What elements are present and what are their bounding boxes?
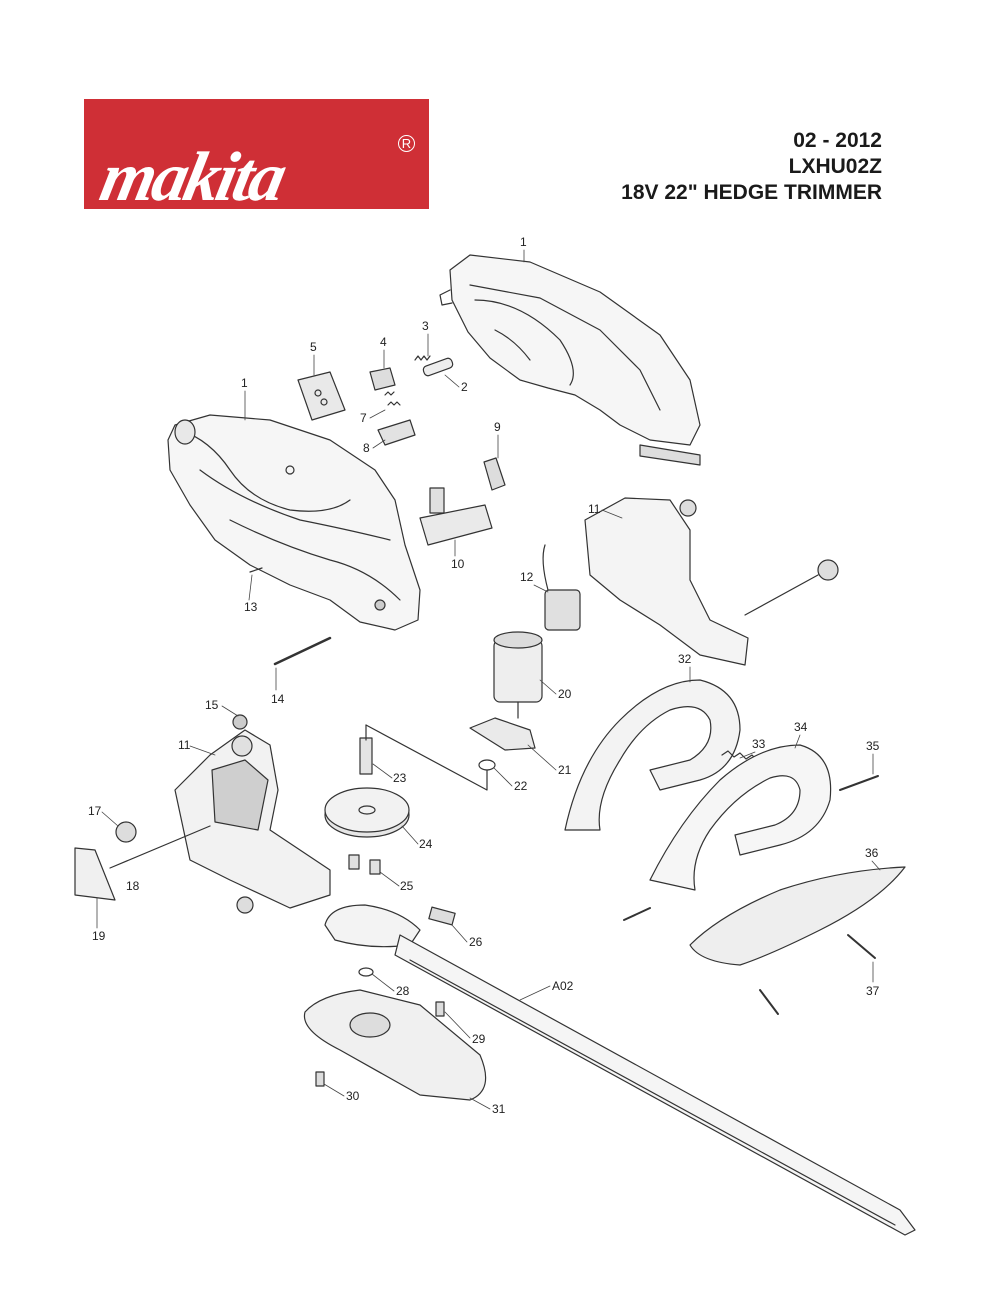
screw-29 xyxy=(435,1001,445,1017)
callout-A02: A02 xyxy=(552,979,574,993)
switch-part-9 xyxy=(483,457,506,491)
callout-17: 17 xyxy=(88,804,102,818)
callout-15: 15 xyxy=(205,698,219,712)
callout-1-left: 1 xyxy=(241,376,248,390)
callout-29: 29 xyxy=(472,1032,486,1046)
spring-33 xyxy=(721,750,759,762)
screw-37 xyxy=(847,934,876,959)
callout-21: 21 xyxy=(558,763,572,777)
rear-housing-upper xyxy=(584,497,839,666)
switch-assembly xyxy=(419,487,493,546)
product-description: 18V 22" HEDGE TRIMMER xyxy=(621,181,882,204)
bushing-25a xyxy=(348,854,360,870)
crank-plate xyxy=(324,904,456,948)
screw-18 xyxy=(109,825,211,869)
callout-19: 19 xyxy=(92,929,106,943)
washer-22 xyxy=(478,759,496,771)
front-handle xyxy=(564,679,741,831)
terminal-block xyxy=(542,544,581,631)
screw-37b xyxy=(759,989,779,1015)
callout-25: 25 xyxy=(400,879,414,893)
spur-gear xyxy=(324,787,410,838)
callout-32: 32 xyxy=(678,652,692,666)
motor-plate xyxy=(469,717,536,751)
bolt-14 xyxy=(273,636,332,666)
model-number: LXHU02Z xyxy=(788,155,882,178)
callout-26: 26 xyxy=(469,935,483,949)
callout-1-upper: 1 xyxy=(520,235,527,249)
registered-mark-icon: R xyxy=(398,135,415,152)
gear-cover xyxy=(303,989,487,1101)
callout-11-lower: 11 xyxy=(178,738,191,752)
pin-and-spring xyxy=(414,355,454,377)
callout-31: 31 xyxy=(492,1102,506,1116)
callout-28: 28 xyxy=(396,984,410,998)
leader-line-motor xyxy=(365,724,488,791)
blade-assembly-A02 xyxy=(394,934,916,1236)
housing-left-half xyxy=(167,414,421,631)
callout-18: 18 xyxy=(126,879,140,893)
cover-plate-19 xyxy=(74,847,116,901)
callout-9: 9 xyxy=(494,420,501,434)
callout-3: 3 xyxy=(422,319,429,333)
callout-24: 24 xyxy=(419,837,433,851)
controller-board xyxy=(297,371,346,421)
callout-2: 2 xyxy=(461,380,468,394)
callout-30: 30 xyxy=(346,1089,360,1103)
bushing-25b xyxy=(369,859,381,875)
switch-lever xyxy=(377,401,416,446)
bushing-17 xyxy=(115,821,137,843)
hand-guard xyxy=(689,866,906,966)
callout-10: 10 xyxy=(451,557,465,571)
callout-14: 14 xyxy=(271,692,285,706)
callout-35: 35 xyxy=(866,739,880,753)
callout-22: 22 xyxy=(514,779,528,793)
callout-12: 12 xyxy=(520,570,534,584)
callout-33: 33 xyxy=(752,737,766,751)
screw-30 xyxy=(315,1071,325,1087)
screw-13 xyxy=(249,567,263,573)
callout-34: 34 xyxy=(794,720,808,734)
document-header: 02 - 2012 LXHU02Z 18V 22" HEDGE TRIMMER xyxy=(621,128,882,206)
housing-right-half xyxy=(439,254,701,466)
callout-7: 7 xyxy=(360,411,367,425)
dc-motor xyxy=(493,631,543,719)
callout-23: 23 xyxy=(393,771,407,785)
callout-20: 20 xyxy=(558,687,572,701)
callout-8: 8 xyxy=(363,441,370,455)
washer-28 xyxy=(358,967,374,977)
callout-36: 36 xyxy=(865,846,879,860)
document-date: 02 - 2012 xyxy=(793,129,882,152)
screw-35 xyxy=(839,775,879,791)
callout-4: 4 xyxy=(380,335,387,349)
callout-5: 5 xyxy=(310,340,317,354)
callout-11-upper: 11 xyxy=(588,502,601,516)
gear-housing-lower xyxy=(174,714,331,914)
spindle-shaft xyxy=(359,724,373,775)
handle-cover xyxy=(649,744,832,891)
makita-logo: makita R xyxy=(84,99,429,216)
callout-37: 37 xyxy=(866,984,880,998)
callout-13: 13 xyxy=(244,600,258,614)
switch-component xyxy=(369,367,396,396)
screw-extra xyxy=(623,907,651,921)
